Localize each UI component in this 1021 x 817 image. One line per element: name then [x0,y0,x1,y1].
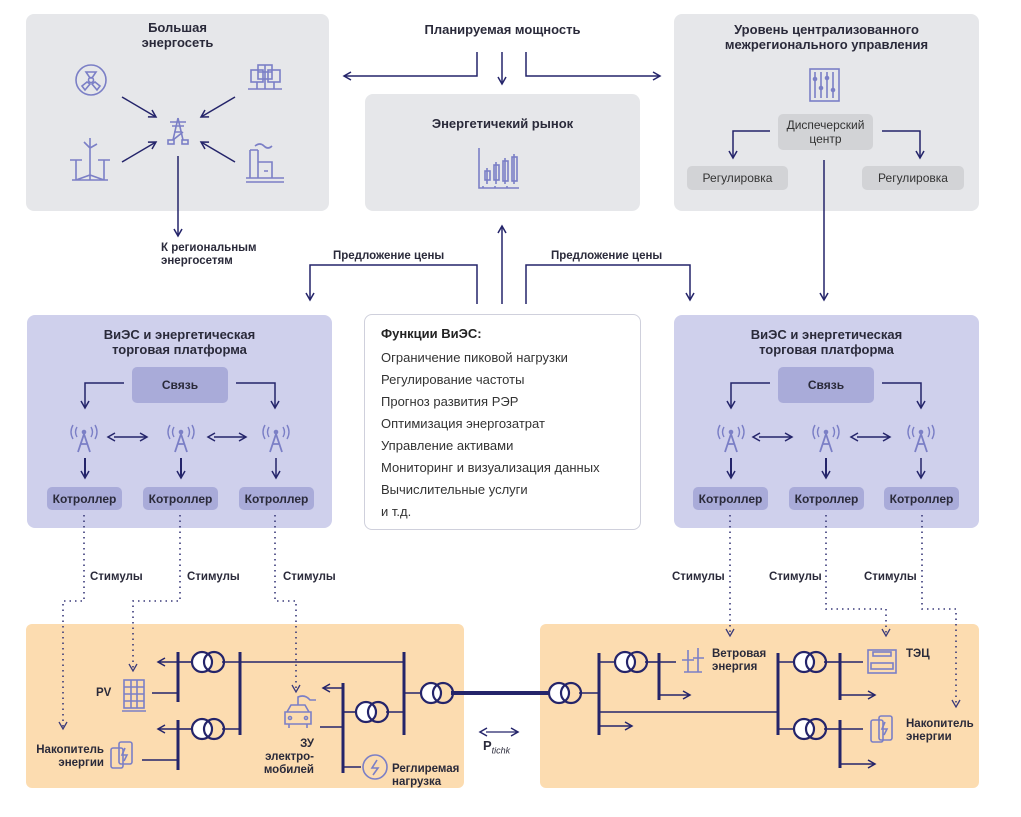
stimuli-label: Стимулы [672,571,725,583]
tie-p: P [483,738,492,753]
dispatch-center-box: Диспечерский центр [778,114,873,150]
wind-line1: Ветровая [712,648,767,660]
ev-line1: ЗУ [300,738,314,750]
stimuli-label: Стимулы [283,571,336,583]
central-title-line1: Уровень централизованного [734,22,919,37]
controllable-load-icon [362,754,388,780]
vpp-left-title-line1: ВиЭС и энергетическая [103,327,256,342]
ev-line3: мобилей [263,764,314,776]
functions-box [364,314,641,530]
vpp-left-controller-2: Котроллер [143,487,218,510]
storage-right-label: Накопитель энергии [906,718,974,744]
ev-charger-label: ЗУ электро- мобилей [256,738,314,777]
vpp-right-controller-2: Котроллер [789,487,864,510]
antenna-icon [167,424,195,453]
to-regional-line1: К региональным [161,242,257,254]
tie-power-label: Ptichk [483,738,510,756]
pv-label: PV [96,687,112,699]
chp-label: ТЭЦ [906,648,930,660]
wind-line2: энергия [712,661,758,673]
energy-market-title: Энергетичекий рынок [431,116,574,131]
load-line1: Реглиремая [392,763,460,775]
load-line2: нагрузка [392,776,442,788]
stimuli-label: Стимулы [187,571,240,583]
price-offer-right-label: Предложение цены [551,250,663,262]
vpp-left-link-box: Связь [132,367,228,403]
ev-line2: электро- [265,751,314,763]
stimuli-label: Стимулы [90,571,143,583]
transmission-tower-icon [167,117,189,145]
wind-turbine-icon [682,648,704,673]
function-item: Прогноз развития РЭР [381,394,519,409]
grid-right-panel [540,624,979,788]
vpp-right-controller-1: Котроллер [693,487,768,510]
antenna-icon [907,424,935,453]
vpp-left-controller-3: Котроллер [239,487,314,510]
function-item: Регулирование частоты [381,372,525,387]
regulation-left-box: Регулировка [687,166,788,190]
price-offer-left-label: Предложение цены [333,250,445,262]
vpp-right-title-line2: торговая платформа [759,342,894,357]
nuclear-icon [75,64,107,96]
energy-market-panel [365,94,640,211]
big-grid-title: Большая энергосеть [26,20,329,50]
ev-charger-icon [284,695,316,728]
central-control-title: Уровень централизованного межрегионально… [674,22,979,52]
candlestick-chart-icon [478,148,519,189]
vpp-right-title-line1: ВиЭС и энергетическая [750,327,903,342]
tie-sub: tichk [491,745,511,756]
vpp-right-link-box: Связь [778,367,874,403]
storage-left-line2: энергии [58,757,104,769]
wind-turbines-icon [70,138,110,181]
dispatch-line2: центр [809,132,842,146]
antenna-icon [717,424,745,453]
functions-title: Функции ВиЭС: [381,326,482,341]
storage-left-line1: Накопитель [36,744,104,756]
vpp-left-title: ВиЭС и энергетическая торговая платформа [27,327,332,357]
function-item: Мониторинг и визуализация данных [381,460,600,475]
function-item: Вычислительные услуги [381,482,528,497]
chp-plant-icon [867,649,897,674]
solar-panel-icon [122,679,146,712]
function-item: и т.д. [381,504,412,519]
storage-left-label: Накопитель энергии [34,744,104,770]
storage-right-line2: энергии [906,731,952,743]
antenna-icon [812,424,840,453]
functions-content: Функции ВиЭС: Ограничение пиковой нагруз… [381,326,636,523]
function-item: Управление активами [381,438,514,453]
central-title-line2: межрегионального управления [724,37,929,52]
stimuli-label: Стимулы [864,571,917,583]
to-regional-line2: энергосетям [161,255,233,267]
vpp-left-title-line2: торговая платформа [112,342,247,357]
factory-icon [246,143,284,183]
antenna-icon [262,424,290,453]
solar-panels-icon [248,64,282,90]
regulation-right-box: Регулировка [862,166,964,190]
big-grid-title-line2: энергосеть [141,35,214,50]
function-item: Ограничение пиковой нагрузки [381,350,568,365]
storage-right-line1: Накопитель [906,718,974,730]
antenna-icon [70,424,98,453]
battery-storage-icon [110,741,133,769]
battery-storage-icon [870,715,893,743]
wind-energy-label: Ветровая энергия [712,648,766,674]
function-item: Оптимизация энергозатрат [381,416,545,431]
to-regional-grids-label: К региональным энергосетям [161,242,257,268]
vpp-right-title: ВиЭС и энергетическая торговая платформа [674,327,979,357]
vpp-left-controller-1: Котроллер [47,487,122,510]
vpp-right-controller-3: Котроллер [884,487,959,510]
grid-left-panel [26,624,464,788]
big-grid-title-line1: Большая [148,20,207,35]
planned-capacity-label: Планируемая мощность [424,22,581,37]
controllable-load-label: Реглиремая нагрузка [392,763,459,789]
sliders-icon [809,68,840,102]
dispatch-line1: Диспечерский [786,118,865,132]
stimuli-label: Стимулы [769,571,822,583]
